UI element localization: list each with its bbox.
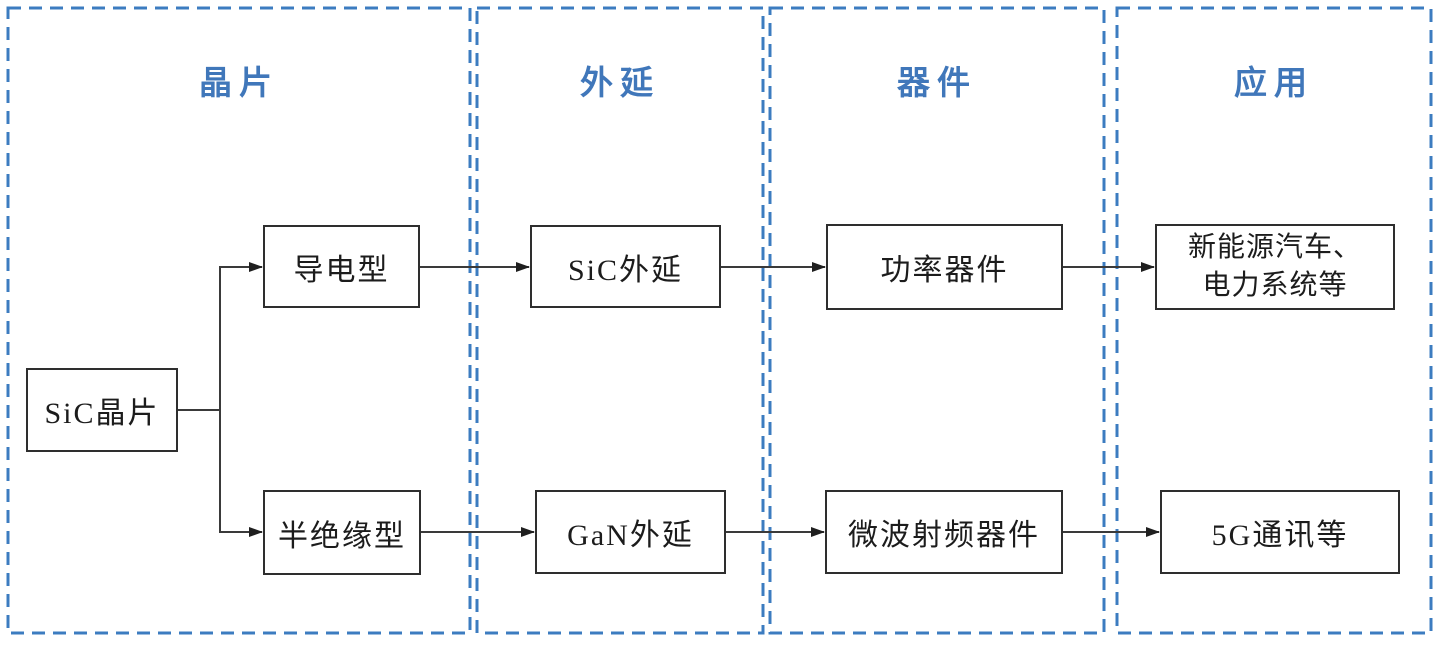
node-app-5g-communications: 5G通讯等 (1160, 490, 1400, 574)
column-frame-device (768, 6, 1106, 635)
node-app-new-energy-vehicles-power-systems: 新能源汽车、 电力系统等 (1155, 224, 1395, 310)
column-header-epitaxy: 外延 (580, 66, 660, 102)
node-power-device: 功率器件 (826, 224, 1063, 310)
node-sic-wafer: SiC晶片 (26, 368, 178, 452)
column-header-application: 应用 (1234, 66, 1314, 102)
node-semi-insulating-type: 半绝缘型 (263, 490, 421, 575)
column-frame-wafer (6, 6, 472, 635)
column-header-wafer: 晶片 (199, 66, 279, 102)
node-gan-epitaxy: GaN外延 (535, 490, 726, 574)
node-microwave-rf-device: 微波射频器件 (825, 490, 1063, 574)
connector-wafer-to-conductive (178, 262, 263, 411)
column-header-device: 器件 (897, 66, 977, 102)
column-frame-application (1115, 6, 1433, 635)
connector-wafer-to-semi-insulating (219, 410, 263, 537)
node-sic-epitaxy: SiC外延 (530, 225, 721, 308)
node-conductive-type: 导电型 (263, 225, 420, 308)
column-frame-epitaxy (475, 6, 765, 635)
